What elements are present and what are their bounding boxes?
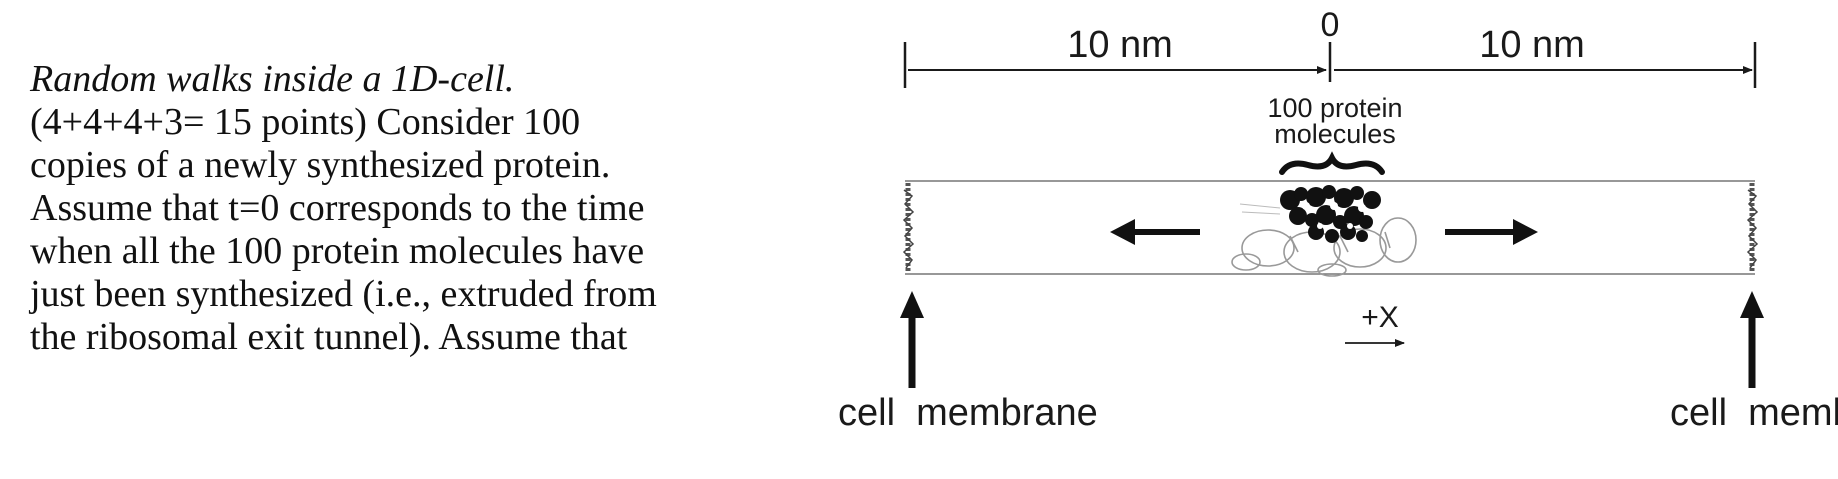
problem-line-6: the ribosomal exit tunnel). Assume that — [30, 316, 628, 358]
left-pointer-head-icon — [900, 291, 924, 318]
problem-title: Random walks inside a 1D-cell. — [30, 58, 515, 100]
right-pointer-head-icon — [1740, 291, 1764, 318]
scale-bar: 10 nm 0 10 nm — [903, 6, 1757, 88]
protein-label-line2: molecules — [1274, 119, 1396, 149]
protein-cluster-icon — [1280, 185, 1381, 243]
problem-line-2: copies of a newly synthesized protein. — [30, 144, 611, 186]
right-membrane-label: cell membrane — [1670, 392, 1838, 434]
problem-line-1: (4+4+4+3= 15 points) Consider 100 — [30, 101, 581, 143]
protein-label-line1: 100 protein — [1267, 93, 1402, 123]
right-membrane-texture-icon — [1746, 183, 1759, 272]
ribosome-icon — [1231, 203, 1417, 277]
cell-tube — [902, 180, 1759, 275]
problem-line-4: when all the 100 protein molecules have — [30, 230, 645, 272]
problem-text: Random walks inside a 1D-cell. (4+4+4+3=… — [30, 58, 830, 359]
cell-diagram-svg: 10 nm 0 10 nm 100 protein molecules — [838, 6, 1838, 434]
left-membrane-texture-icon — [902, 183, 915, 272]
right-arrow-head-icon — [1513, 219, 1538, 245]
left-distance-label: 10 nm — [1067, 24, 1173, 66]
direction-label: +X — [1361, 301, 1399, 334]
problem-line-5: just been synthesized (i.e., extruded fr… — [30, 273, 657, 315]
origin-label: 0 — [1321, 6, 1340, 44]
left-arrow-head-icon — [1110, 219, 1135, 245]
problem-line-3: Assume that t=0 corresponds to the time — [30, 187, 645, 229]
cell-diagram: 10 nm 0 10 nm 100 protein molecules — [820, 0, 1838, 474]
right-distance-label: 10 nm — [1479, 24, 1585, 66]
brace-icon — [1279, 151, 1385, 175]
left-membrane-label: cell membrane — [838, 392, 1098, 434]
